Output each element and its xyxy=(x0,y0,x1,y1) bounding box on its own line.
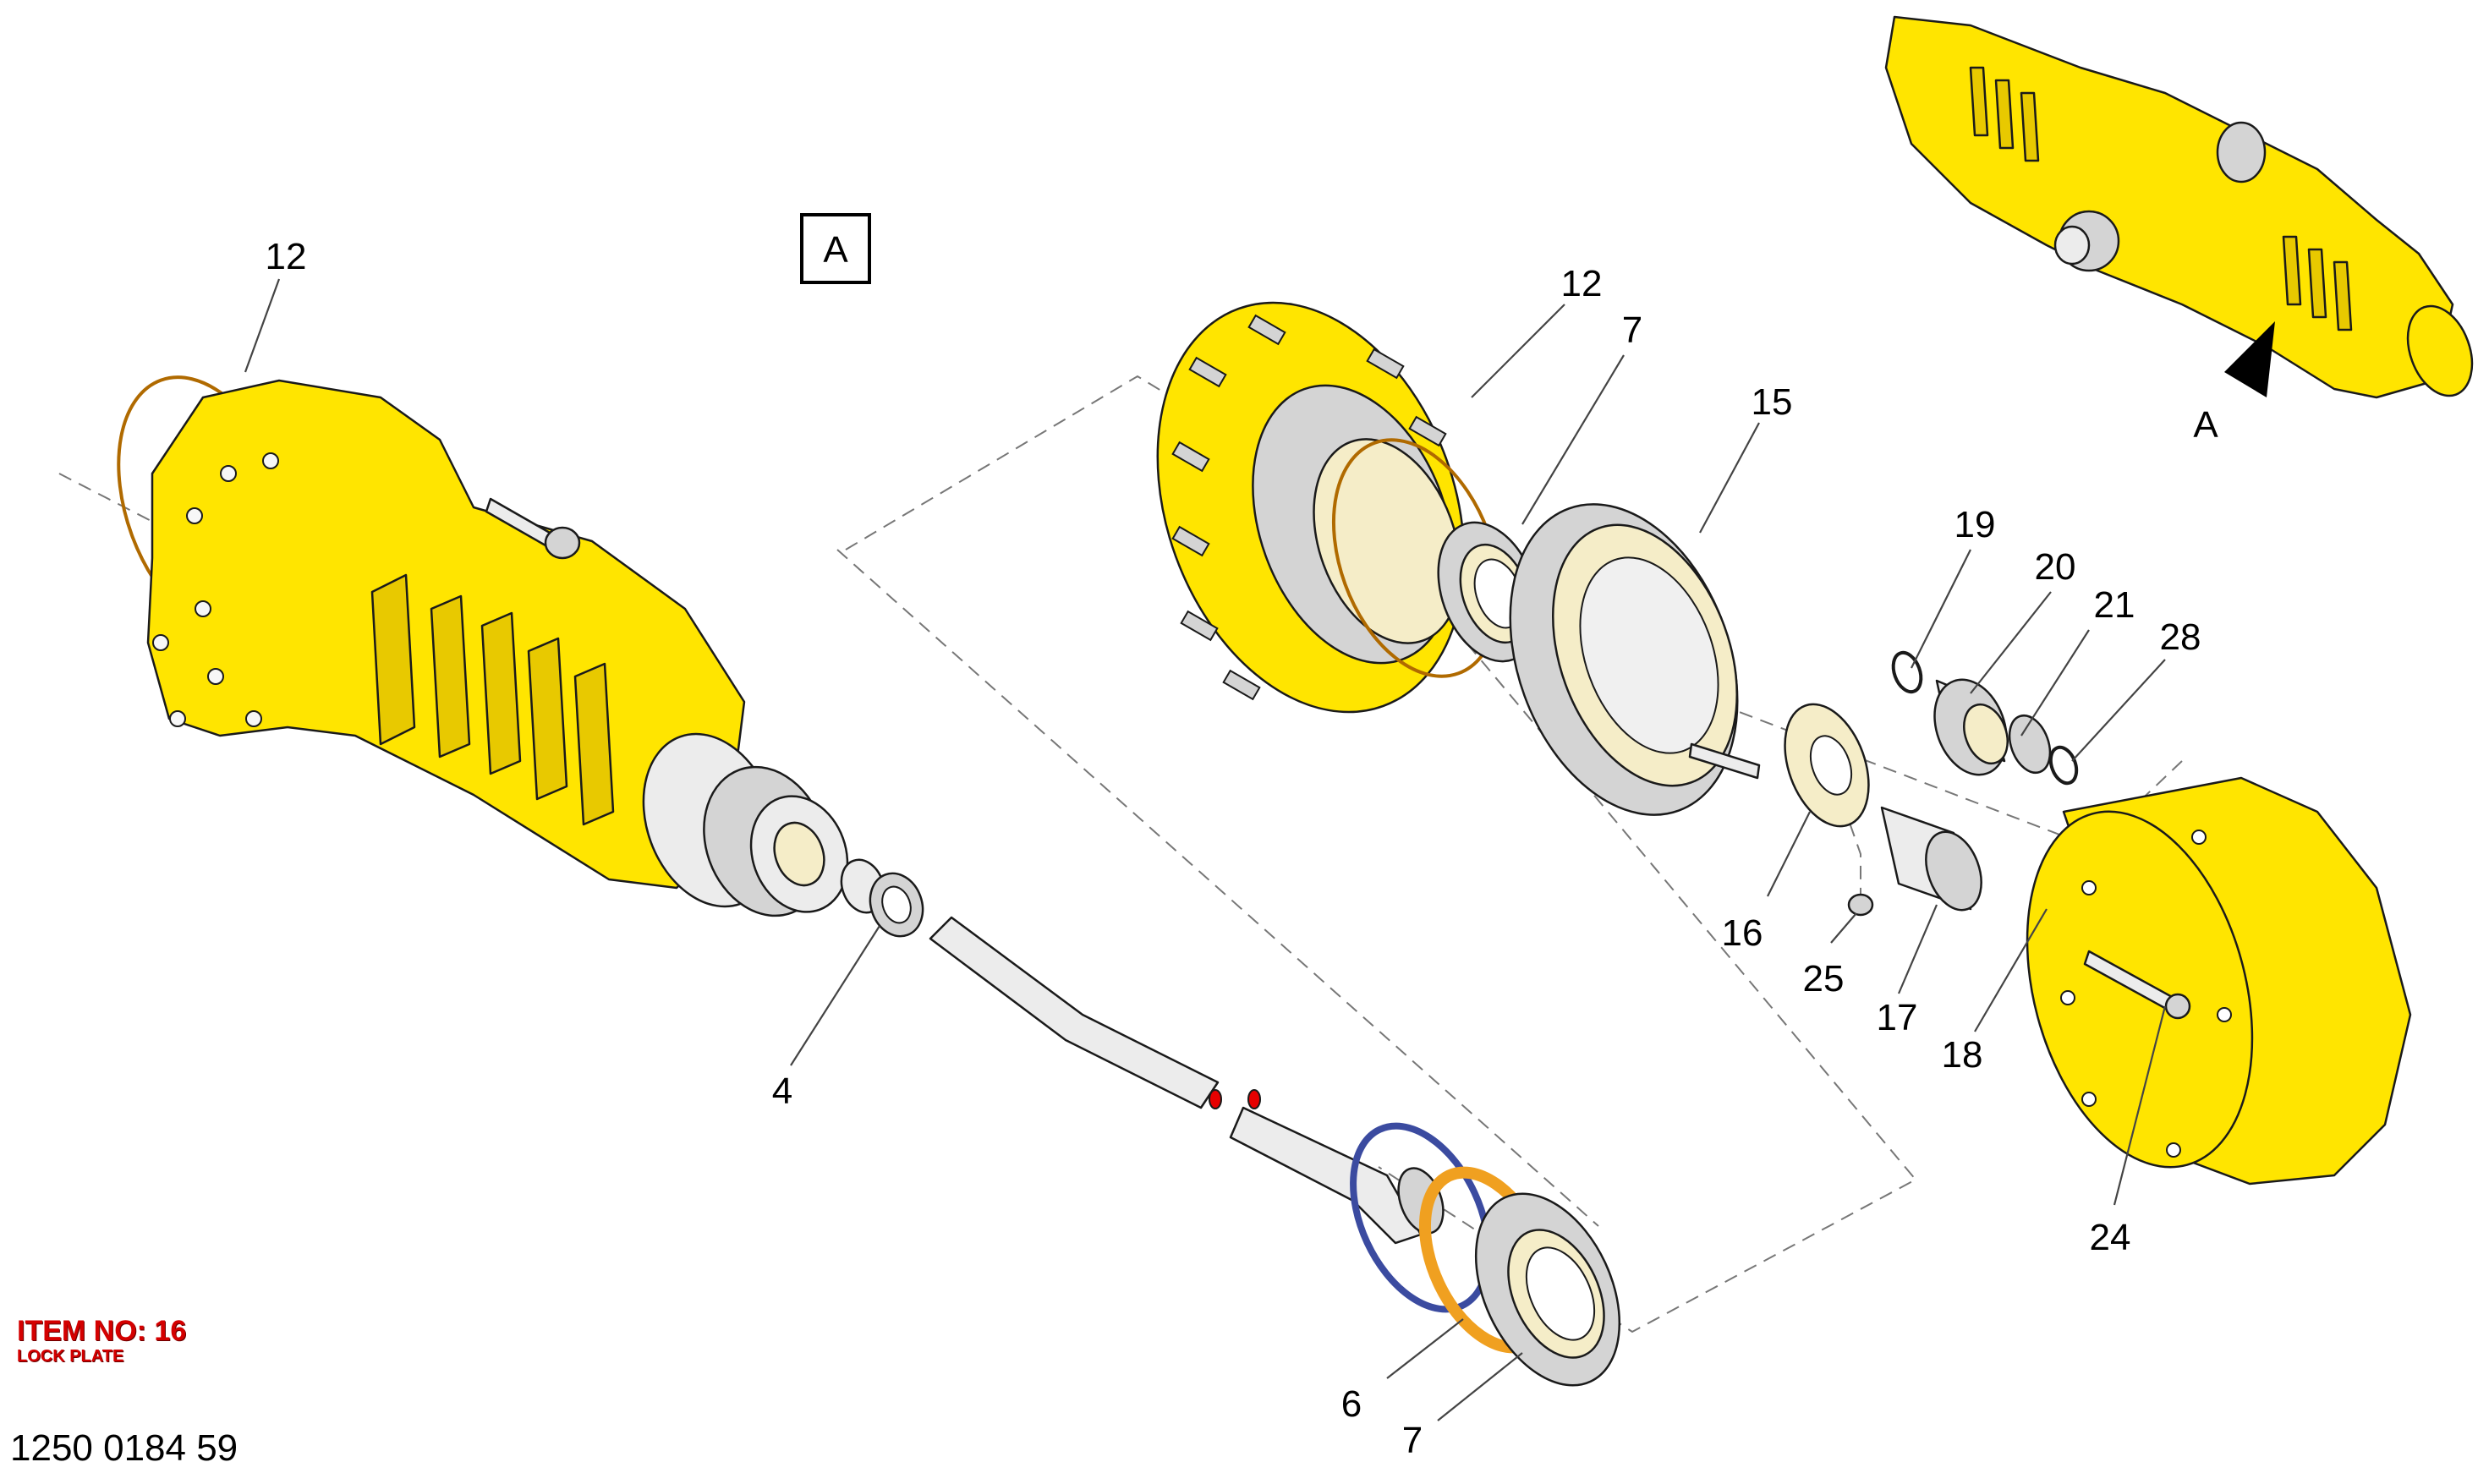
callout-housing-oring: 12 xyxy=(266,236,307,277)
callout-washer: 18 xyxy=(1942,1034,1983,1076)
callout-lock-plate: 16 xyxy=(1722,912,1763,954)
callout-labels: 12 12 7 15 19 20 21 28 16 25 17 18 24 4 … xyxy=(266,236,2201,1461)
item-number: ITEM NO: 16 xyxy=(17,1315,187,1347)
axle-housing xyxy=(117,375,849,917)
view-arrow-label: A xyxy=(2193,404,2218,446)
callout-snap-ring: 28 xyxy=(2160,616,2201,658)
item-description: LOCK PLATE xyxy=(17,1347,124,1366)
bolt xyxy=(485,497,581,560)
callout-lower-bearing: 7 xyxy=(1402,1420,1423,1461)
leader-lines xyxy=(244,278,2167,1421)
complete-axle-inset xyxy=(1884,15,2474,399)
callout-screw: 24 xyxy=(2090,1217,2131,1258)
view-marker-box: A xyxy=(800,213,871,284)
callout-nut: 25 xyxy=(1803,958,1845,999)
callout-shaft-bearing: 4 xyxy=(772,1071,792,1112)
circlip xyxy=(1891,650,1923,694)
callout-ring-gear: 15 xyxy=(1752,381,1793,423)
ring-gear xyxy=(1509,503,1761,816)
snap-ring xyxy=(2048,745,2079,786)
planet-gear-assembly xyxy=(1933,678,2052,776)
nut xyxy=(1847,893,1874,917)
wheel-hub xyxy=(1156,301,1502,714)
callout-hub-oring: 12 xyxy=(1561,263,1603,304)
lock-plate xyxy=(1784,703,1870,828)
bottom-seal-stack xyxy=(1350,1122,1621,1387)
shaft-bearing-pair xyxy=(840,858,924,938)
item-info-label: ITEM NO: 16 LOCK PLATE xyxy=(17,1315,186,1366)
callout-sun-gear: 17 xyxy=(1877,997,1918,1038)
view-marker-label: A xyxy=(823,229,848,271)
document-number: 1250 0184 59 xyxy=(10,1427,238,1469)
callout-planet-gear: 20 xyxy=(2035,546,2076,588)
callout-seal-oring: 6 xyxy=(1341,1383,1362,1425)
callout-circlip: 19 xyxy=(1954,504,1996,545)
drive-shaft xyxy=(929,916,1445,1245)
sun-gear xyxy=(1880,806,1982,912)
view-arrow xyxy=(2224,321,2275,397)
callout-needle-bearing: 21 xyxy=(2094,584,2135,626)
callout-hub-bearing: 7 xyxy=(1622,309,1642,351)
planet-carrier xyxy=(2026,776,2412,1186)
